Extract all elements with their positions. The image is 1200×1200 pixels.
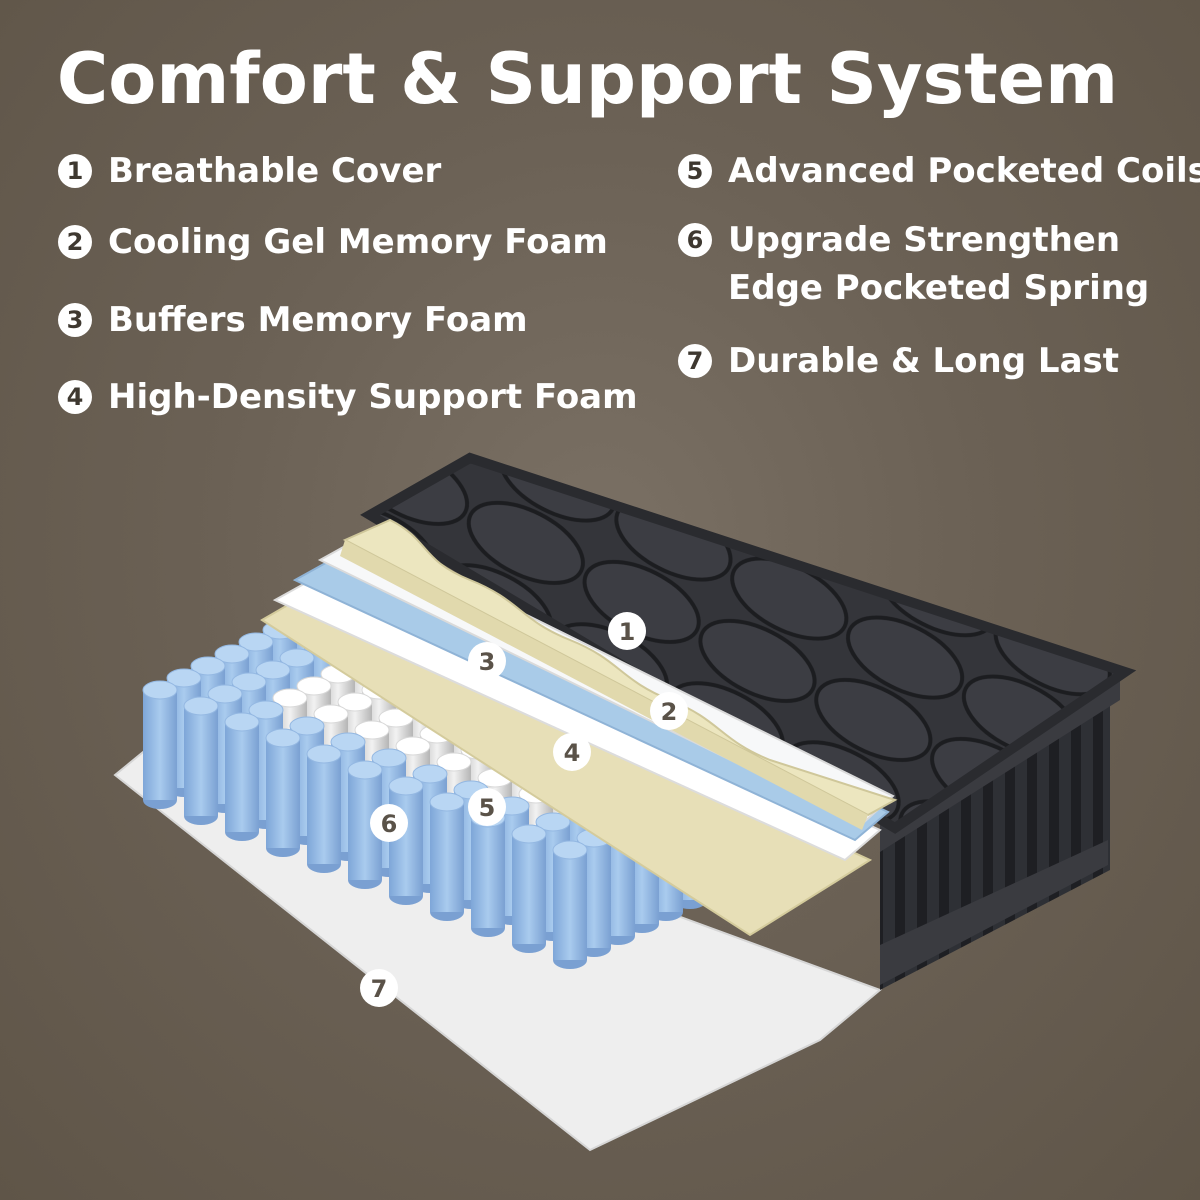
feature-label: Upgrade Strengthen Edge Pocketed Spring	[728, 220, 1150, 308]
feature-buffers-memory-foam: 3 Buffers Memory Foam	[58, 296, 528, 344]
feature-label: Cooling Gel Memory Foam	[108, 222, 608, 262]
mattress-side-wall	[880, 680, 1110, 990]
edge-coil	[552, 840, 588, 969]
edge-coil	[224, 712, 260, 841]
feature-advanced-pocketed-coils: 5 Advanced Pocketed Coils	[678, 147, 1200, 195]
marker-3: 3	[468, 642, 506, 680]
svg-text:1: 1	[619, 618, 636, 646]
feature-label: Buffers Memory Foam	[108, 300, 528, 340]
cooling-gel-memory-foam	[342, 518, 898, 817]
page-title: Comfort & Support System	[56, 38, 1119, 120]
number-badge: 7	[678, 344, 712, 378]
feature-label: Breathable Cover	[108, 151, 442, 191]
feature-high-density-support-foam: 4 High-Density Support Foam	[58, 373, 638, 421]
marker-1: 1	[608, 612, 646, 650]
feature-durable-long-last: 7 Durable & Long Last	[678, 337, 1119, 385]
marker-5: 5	[468, 788, 506, 826]
edge-coil	[470, 808, 506, 937]
svg-text:7: 7	[371, 975, 388, 1003]
marker-4: 4	[553, 733, 591, 771]
marker-7: 7	[360, 969, 398, 1007]
edge-coil	[183, 696, 219, 825]
feature-cooling-gel-memory-foam: 2 Cooling Gel Memory Foam	[58, 218, 608, 266]
feature-strengthen-edge-pocketed-spring: 6 Upgrade Strengthen Edge Pocketed Sprin…	[678, 216, 1168, 312]
svg-text:2: 2	[661, 698, 678, 726]
feature-breathable-cover: 1 Breathable Cover	[58, 147, 441, 195]
number-badge: 6	[678, 223, 712, 257]
marker-2: 2	[650, 692, 688, 730]
edge-coil	[265, 728, 301, 857]
number-badge: 4	[58, 380, 92, 414]
svg-text:4: 4	[564, 739, 581, 767]
feature-label: Durable & Long Last	[728, 341, 1120, 381]
feature-label: Advanced Pocketed Coils	[728, 151, 1200, 191]
number-badge: 3	[58, 303, 92, 337]
number-badge: 1	[58, 154, 92, 188]
svg-text:5: 5	[479, 794, 496, 822]
marker-6: 6	[370, 804, 408, 842]
edge-coil	[306, 744, 342, 873]
number-badge: 2	[58, 225, 92, 259]
edge-coil	[511, 824, 547, 953]
svg-text:6: 6	[381, 810, 398, 838]
svg-text:3: 3	[479, 648, 496, 676]
number-badge: 5	[678, 154, 712, 188]
edge-coil	[142, 680, 178, 809]
edge-coil	[429, 792, 465, 921]
feature-label: High-Density Support Foam	[108, 377, 638, 417]
